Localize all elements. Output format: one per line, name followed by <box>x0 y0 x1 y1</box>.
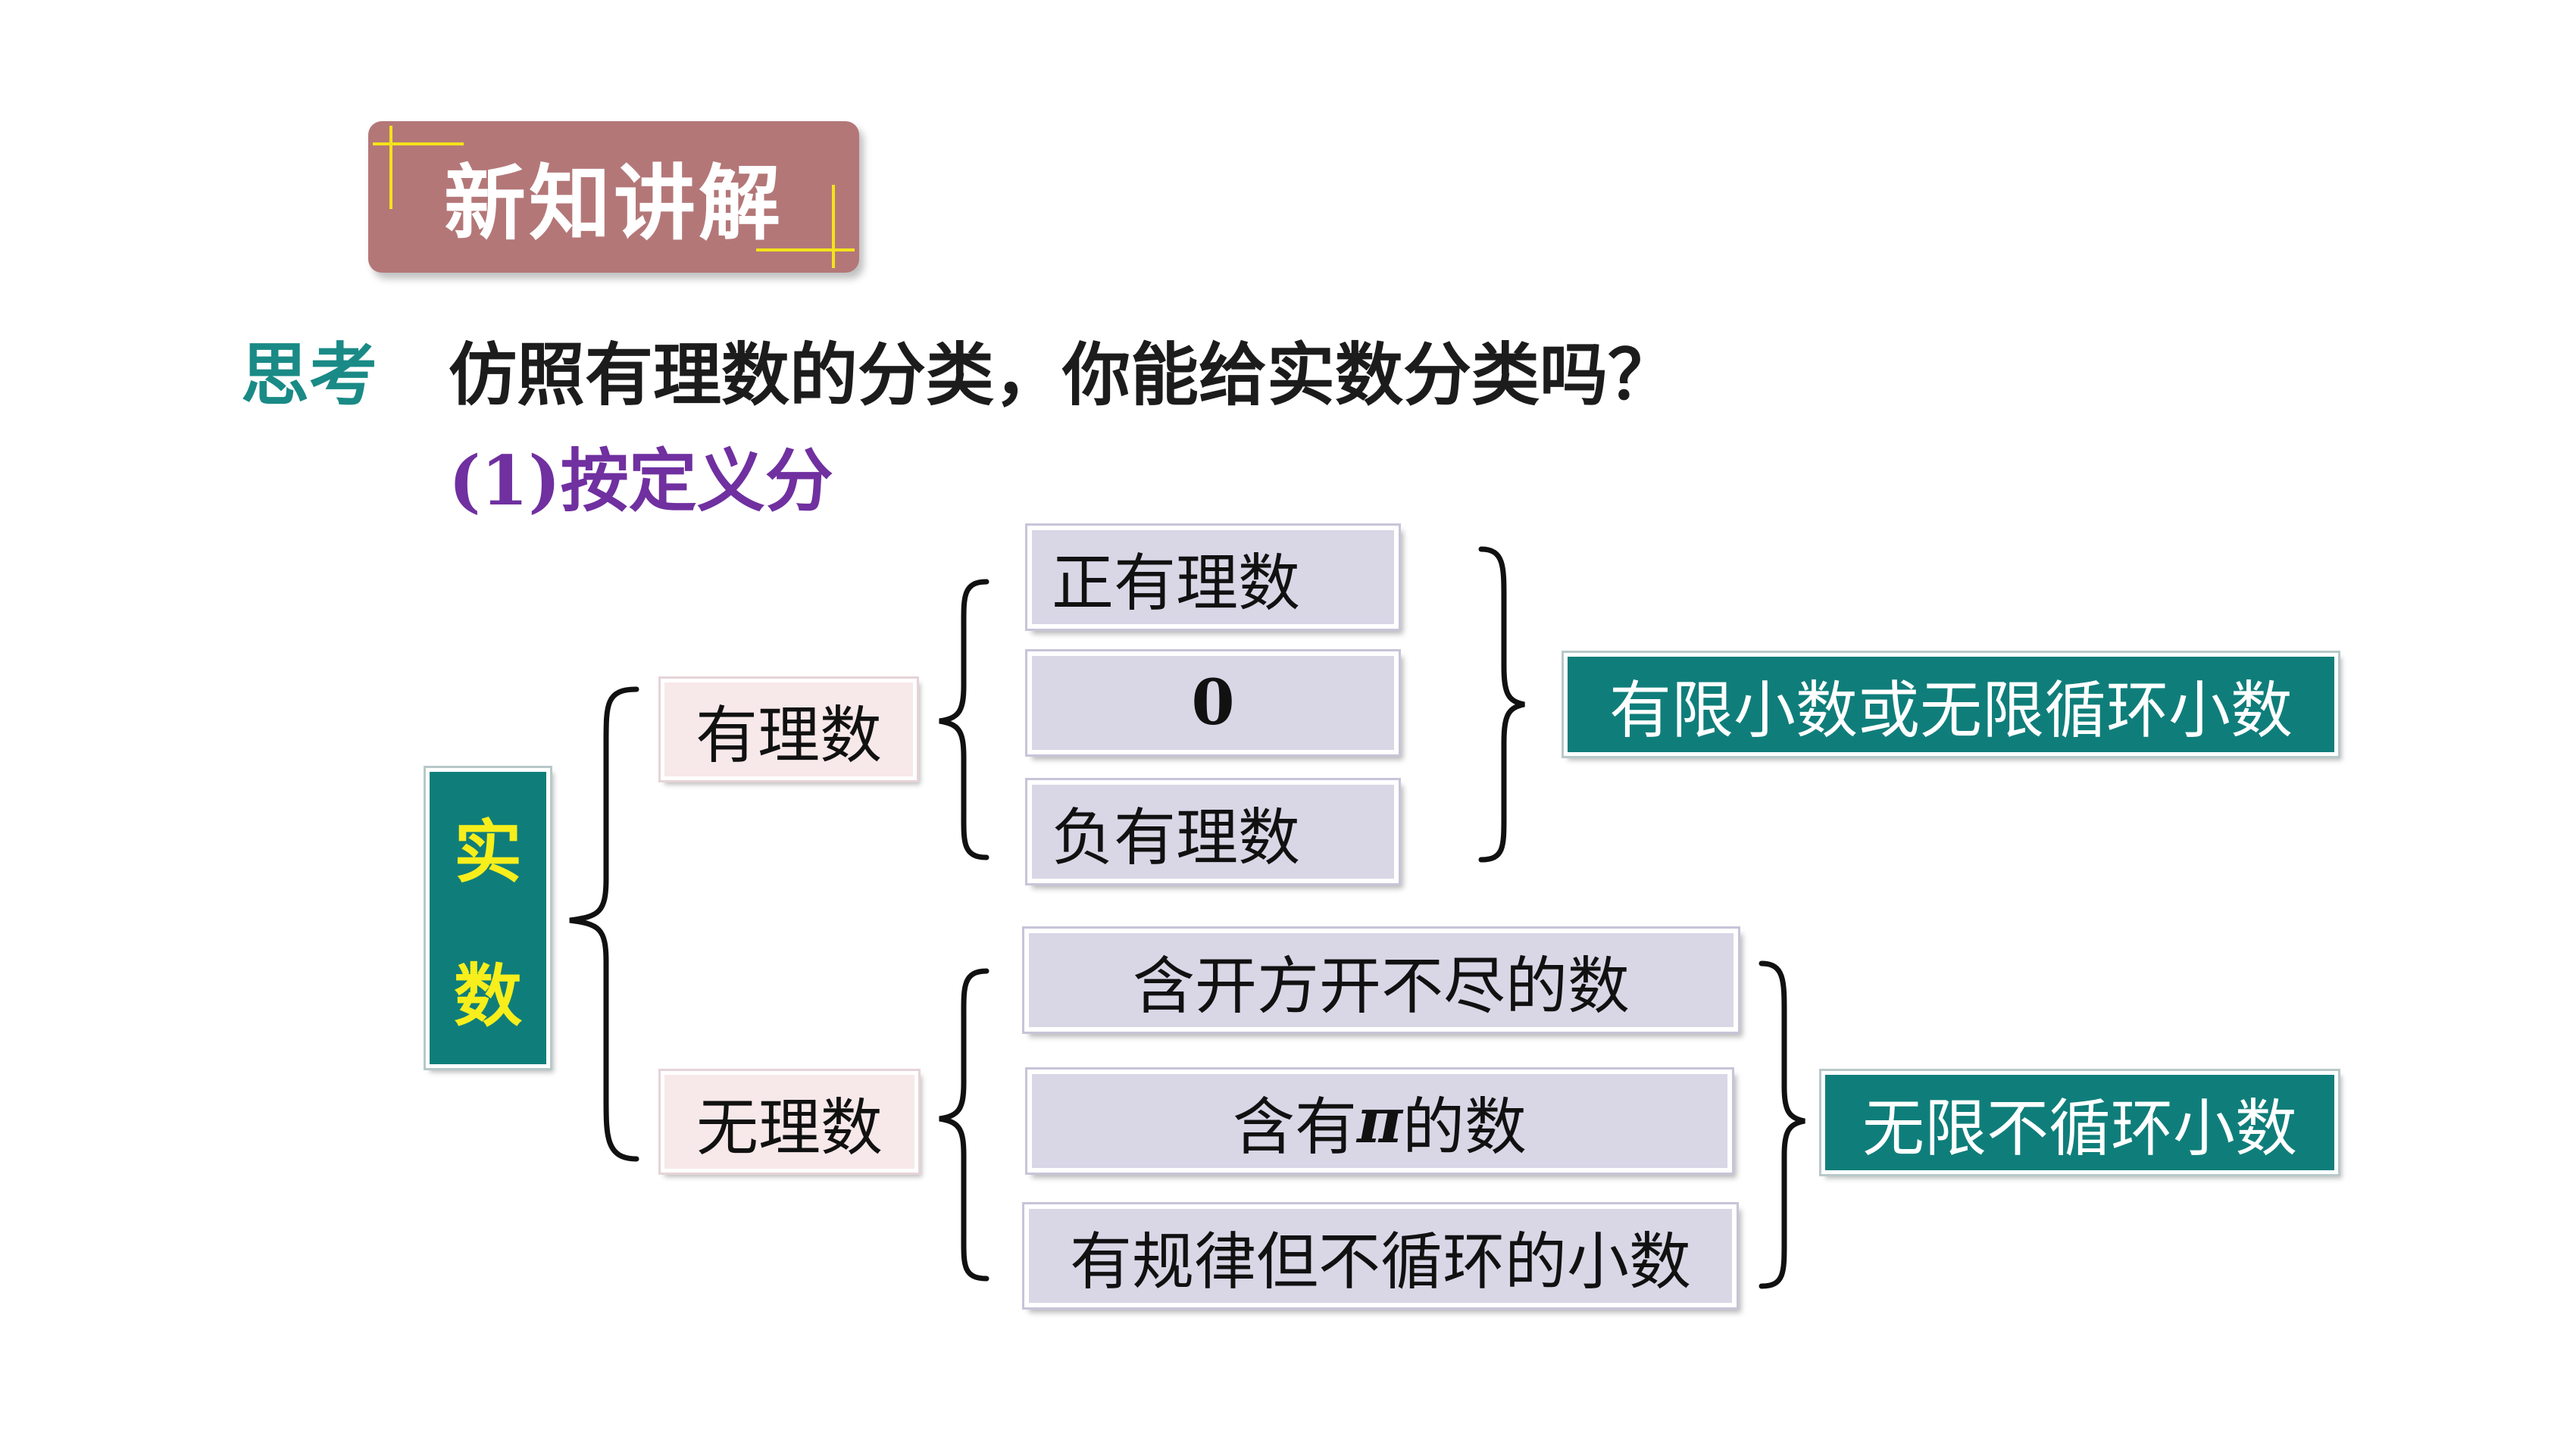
irrational-right-brace <box>1758 960 1805 1289</box>
question-text: 仿照有理数的分类，你能给实数分类吗？ <box>449 335 1676 415</box>
badge-title: 新知讲解 <box>443 157 783 251</box>
irrational-summary-box: 无限不循环小数 <box>1821 1071 2338 1174</box>
rational-right-brace <box>1478 546 1525 863</box>
badge-accent-line <box>832 185 835 268</box>
section-badge: 新知讲解 <box>368 121 859 273</box>
badge-accent-line <box>756 248 855 251</box>
root-real-numbers: 实 数 <box>426 768 550 1068</box>
sub-heading: (1)按定义分 <box>449 441 833 521</box>
positive-rational-box: 正有理数 <box>1027 526 1399 629</box>
contains-pi-suffix: 的数 <box>1402 1091 1527 1163</box>
badge-accent-line <box>373 142 464 145</box>
contains-pi-prefix: 含有 <box>1232 1091 1357 1163</box>
irrational-numbers-box: 无理数 <box>661 1071 918 1173</box>
patterned-nonrepeating-box: 有规律但不循环的小数 <box>1024 1204 1737 1307</box>
rational-numbers-box: 有理数 <box>661 679 917 780</box>
negative-rational-box: 负有理数 <box>1027 780 1399 883</box>
root-char-2: 数 <box>454 957 522 1036</box>
think-label: 思考 <box>241 335 377 415</box>
unresolvable-roots-box: 含开方开不尽的数 <box>1024 929 1738 1032</box>
pi-symbol: π <box>1356 1085 1403 1157</box>
zero-box: 0 <box>1027 651 1399 754</box>
rational-left-brace <box>939 579 989 860</box>
rational-summary-box: 有限小数或无限循环小数 <box>1564 653 2338 756</box>
irrational-left-brace <box>939 968 989 1282</box>
root-brace <box>569 686 639 1162</box>
badge-accent-line <box>389 126 392 209</box>
root-char-1: 实 <box>454 813 522 892</box>
